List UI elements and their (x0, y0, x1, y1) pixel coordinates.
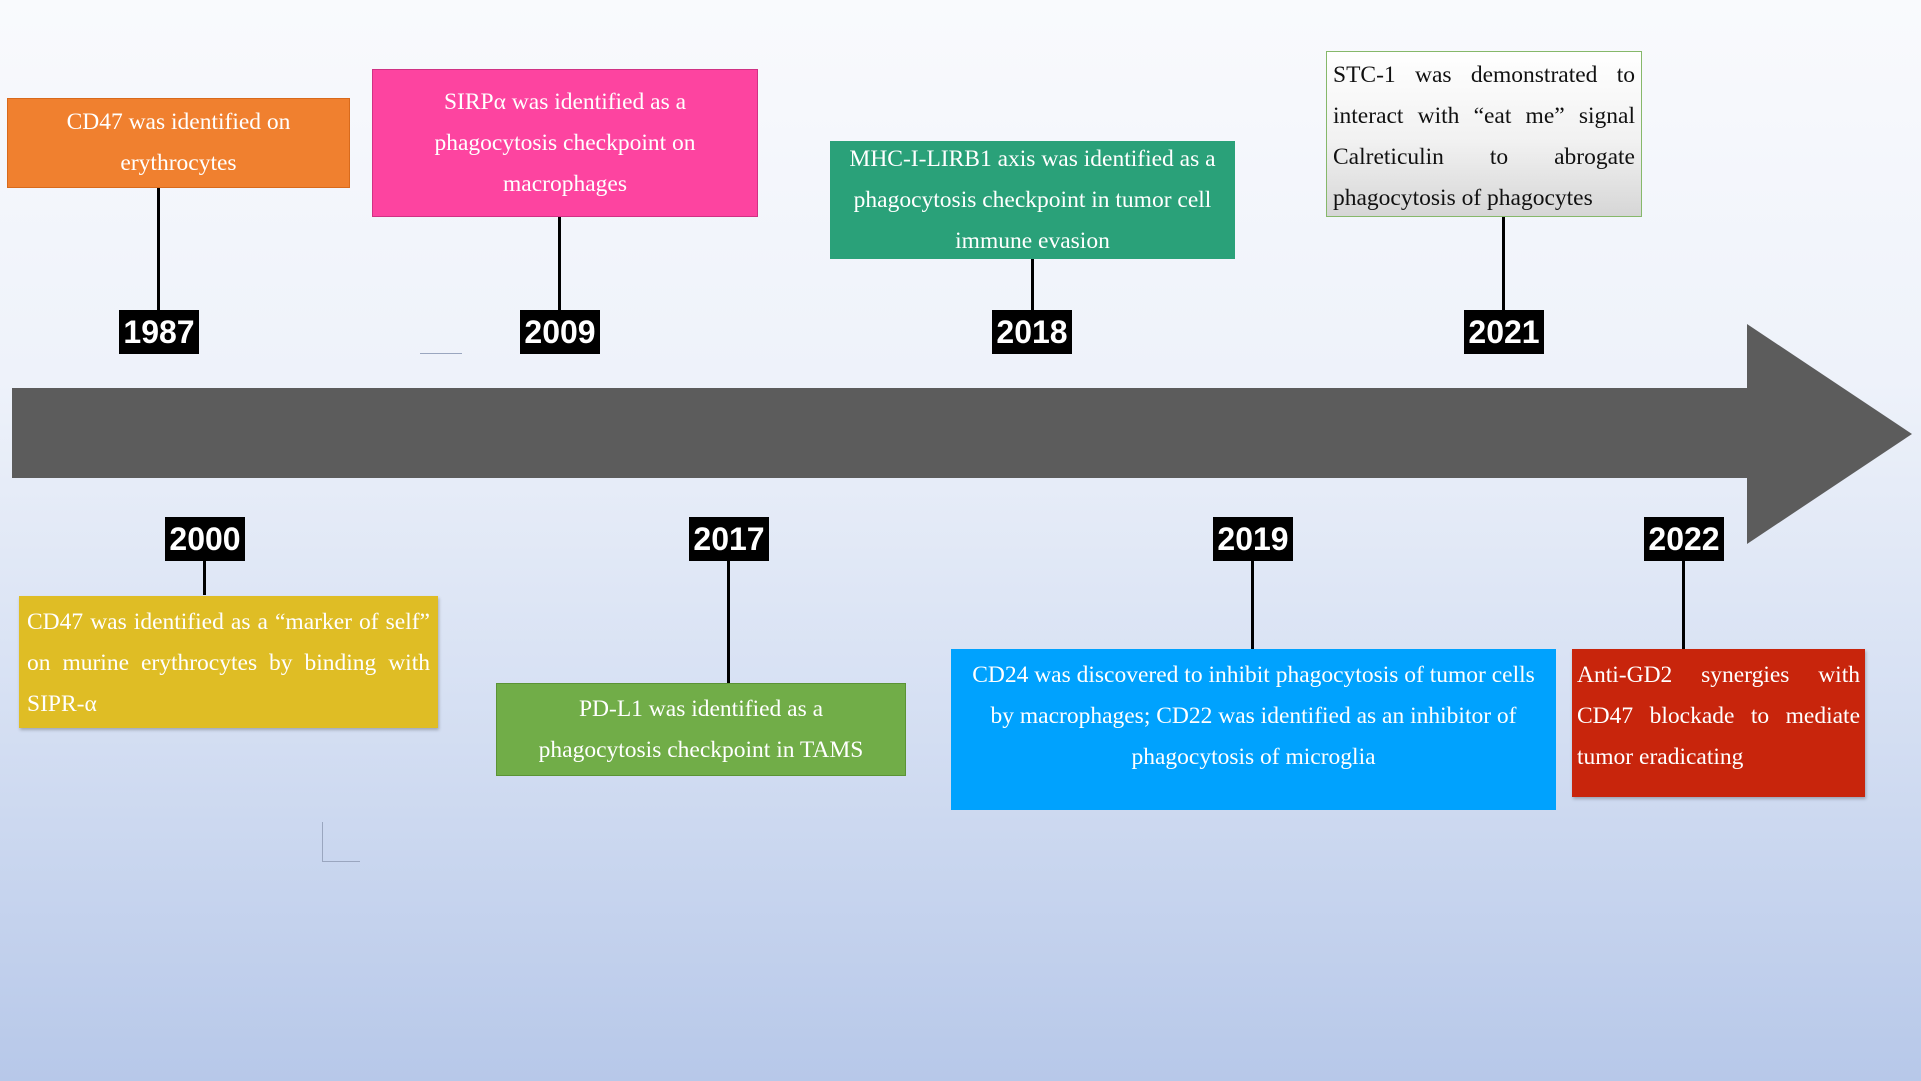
event-text-1987: CD47 was identified on erythrocytes (66, 109, 291, 176)
event-box-2019: CD24 was discovered to inhibit phagocyto… (951, 649, 1556, 810)
connector-2019 (1251, 561, 1254, 649)
event-box-2000: CD47 was identified as a “marker of self… (19, 596, 438, 728)
event-text-2022: Anti-GD2 synergies with CD47 blockade to… (1577, 662, 1860, 770)
year-label-2021: 2021 (1464, 310, 1544, 354)
connector-2021 (1502, 217, 1505, 311)
year-label-2000: 2000 (165, 517, 245, 561)
event-box-2009: SIRPα was identified as a phagocytosis c… (372, 69, 758, 217)
event-box-1987: CD47 was identified on erythrocytes (7, 98, 350, 188)
connector-1987 (157, 188, 160, 311)
connector-2009 (558, 217, 561, 311)
event-box-2017: PD-L1 was identified as a phagocytosis c… (496, 683, 906, 776)
year-label-2017: 2017 (689, 517, 769, 561)
connector-2022 (1682, 561, 1685, 649)
event-box-2021: STC-1 was demonstrated to interact with … (1326, 51, 1642, 217)
decorative-corner (322, 822, 323, 862)
year-label-2018: 2018 (992, 310, 1072, 354)
connector-2018 (1031, 259, 1034, 311)
connector-2000 (203, 561, 206, 595)
connector-2017 (727, 561, 730, 683)
year-label-2009: 2009 (520, 310, 600, 354)
event-box-2022: Anti-GD2 synergies with CD47 blockade to… (1572, 649, 1865, 797)
timeline-arrow-shape (12, 324, 1912, 544)
year-label-2019: 2019 (1213, 517, 1293, 561)
event-text-2000: CD47 was identified as a “marker of self… (27, 609, 430, 717)
event-text-2018: MHC-I-LIRB1 axis was identified as a pha… (849, 145, 1216, 254)
decorative-line (420, 353, 462, 354)
event-text-2019: CD24 was discovered to inhibit phagocyto… (972, 662, 1535, 770)
year-label-2022: 2022 (1644, 517, 1724, 561)
decorative-corner (322, 861, 360, 862)
event-text-2009: SIRPα was identified as a phagocytosis c… (434, 88, 696, 197)
year-label-1987: 1987 (119, 310, 199, 354)
event-box-2018: MHC-I-LIRB1 axis was identified as a pha… (830, 141, 1235, 259)
event-text-2021: STC-1 was demonstrated to interact with … (1333, 62, 1635, 211)
event-text-2017: PD-L1 was identified as a phagocytosis c… (538, 695, 864, 763)
